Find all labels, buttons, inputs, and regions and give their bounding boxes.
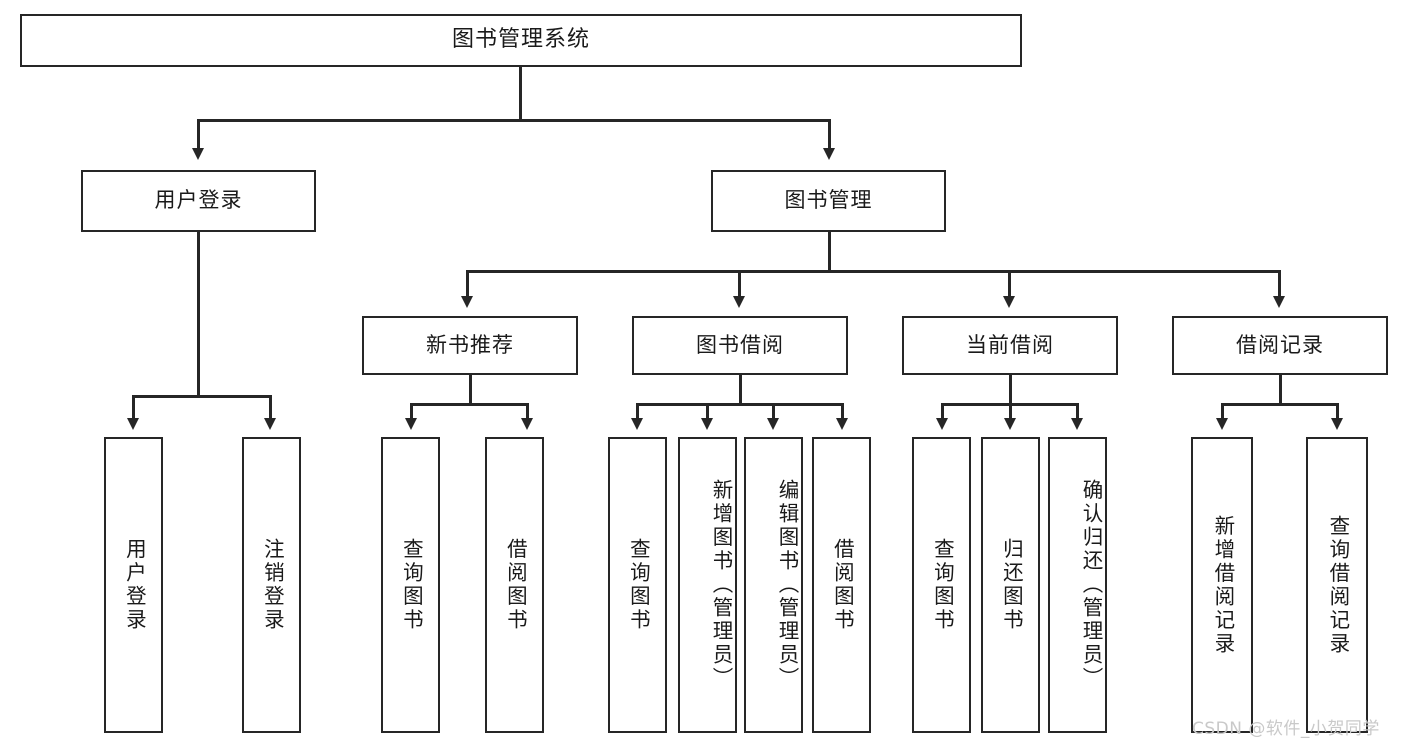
connector-drop-book-management (828, 119, 831, 150)
connector-drop-nbr-leaf-2 (526, 403, 529, 420)
leaf-label: 查询借阅记录 (1325, 514, 1350, 656)
leaf-borrow-book-nbr[interactable]: 借阅图书 (485, 437, 544, 733)
node-borrow-record[interactable]: 借阅记录 (1172, 316, 1388, 375)
connector-drop-leaf-user-login (132, 395, 135, 420)
csdn-watermark: CSDN @软件_小贺同学 (1192, 719, 1380, 739)
arrow-to-bb-leaf-3 (767, 418, 779, 430)
leaf-label: 新增图书（管理员） (709, 479, 733, 691)
node-label: 借阅记录 (1236, 332, 1324, 357)
arrow-to-bb-leaf-1 (631, 418, 643, 430)
connector-book-management-stem (828, 232, 831, 272)
leaf-label: 确认归还（管理员） (1079, 479, 1103, 691)
leaf-label: 查询图书 (399, 538, 424, 632)
node-root-book-management-system[interactable]: 图书管理系统 (20, 14, 1022, 67)
leaf-return-book[interactable]: 归还图书 (981, 437, 1040, 733)
connector-drop-cb-leaf-1 (941, 403, 944, 420)
leaf-logout[interactable]: 注销登录 (242, 437, 301, 733)
node-current-borrow[interactable]: 当前借阅 (902, 316, 1118, 375)
leaf-label: 注销登录 (260, 538, 285, 632)
connector-user-login-bus (132, 395, 270, 398)
arrow-to-bb-leaf-4 (836, 418, 848, 430)
connector-current-borrow-stem (1009, 375, 1012, 405)
connector-drop-user-login (197, 119, 200, 150)
connector-drop-bb-leaf-2 (706, 403, 709, 420)
connector-drop-bb-leaf-1 (636, 403, 639, 420)
connector-drop-cb-leaf-2 (1009, 403, 1012, 420)
node-label: 图书管理系统 (451, 27, 590, 53)
connector-drop-current-borrow (1008, 270, 1011, 298)
connector-drop-nbr-leaf-1 (410, 403, 413, 420)
leaf-label: 借阅图书 (503, 538, 528, 632)
leaf-label: 查询图书 (930, 538, 955, 632)
leaf-label: 新增借阅记录 (1210, 514, 1235, 656)
arrow-to-nbr-leaf-1 (405, 418, 417, 430)
arrow-to-nbr-leaf-2 (521, 418, 533, 430)
connector-borrow-record-stem (1279, 375, 1282, 405)
arrow-to-cb-leaf-1 (936, 418, 948, 430)
arrow-to-leaf-user-login (127, 418, 139, 430)
connector-drop-new-book-recommend (466, 270, 469, 298)
connector-drop-br-leaf-2 (1336, 403, 1339, 420)
leaf-query-borrow-record[interactable]: 查询借阅记录 (1306, 437, 1368, 733)
connector-root-stem (519, 67, 522, 119)
leaf-borrow-book-bb[interactable]: 借阅图书 (812, 437, 871, 733)
connector-drop-br-leaf-1 (1221, 403, 1224, 420)
connector-drop-bb-leaf-4 (841, 403, 844, 420)
node-book-borrow[interactable]: 图书借阅 (632, 316, 848, 375)
connector-user-login-stem (197, 232, 200, 397)
connector-book-borrow-bus (636, 403, 843, 406)
arrow-to-book-borrow (733, 296, 745, 308)
leaf-user-login[interactable]: 用户登录 (104, 437, 163, 733)
connector-level3-bus (466, 270, 1280, 273)
arrow-to-user-login (192, 148, 204, 160)
leaf-add-borrow-record[interactable]: 新增借阅记录 (1191, 437, 1253, 733)
connector-drop-leaf-logout (269, 395, 272, 420)
leaf-confirm-return-admin[interactable]: 确认归还（管理员） (1048, 437, 1107, 733)
arrow-to-borrow-record (1273, 296, 1285, 308)
connector-drop-borrow-record (1278, 270, 1281, 298)
leaf-add-book-admin[interactable]: 新增图书（管理员） (678, 437, 737, 733)
node-label: 图书管理 (784, 188, 873, 213)
arrow-to-cb-leaf-2 (1004, 418, 1016, 430)
connector-drop-cb-leaf-3 (1076, 403, 1079, 420)
node-book-management[interactable]: 图书管理 (711, 170, 946, 232)
arrow-to-book-management (823, 148, 835, 160)
node-label: 用户登录 (154, 188, 243, 213)
connector-new-book-recommend-bus (410, 403, 528, 406)
leaf-label: 归还图书 (999, 538, 1024, 632)
node-label: 图书借阅 (696, 332, 784, 357)
connector-drop-book-borrow (738, 270, 741, 298)
node-label: 当前借阅 (966, 332, 1054, 357)
leaf-query-book-cb[interactable]: 查询图书 (912, 437, 971, 733)
arrow-to-br-leaf-2 (1331, 418, 1343, 430)
node-user-login[interactable]: 用户登录 (81, 170, 316, 232)
leaf-label: 用户登录 (122, 538, 147, 632)
connector-book-borrow-stem (739, 375, 742, 405)
leaf-query-book-nbr[interactable]: 查询图书 (381, 437, 440, 733)
connector-new-book-recommend-stem (469, 375, 472, 405)
arrow-to-br-leaf-1 (1216, 418, 1228, 430)
arrow-to-new-book-recommend (461, 296, 473, 308)
leaf-edit-book-admin[interactable]: 编辑图书（管理员） (744, 437, 803, 733)
leaf-label: 借阅图书 (830, 538, 855, 632)
arrow-to-bb-leaf-2 (701, 418, 713, 430)
leaf-label: 查询图书 (626, 538, 651, 632)
connector-drop-bb-leaf-3 (772, 403, 775, 420)
leaf-label: 编辑图书（管理员） (775, 479, 799, 691)
node-new-book-recommend[interactable]: 新书推荐 (362, 316, 578, 375)
arrow-to-current-borrow (1003, 296, 1015, 308)
connector-level2-bus (197, 119, 831, 122)
arrow-to-leaf-logout (264, 418, 276, 430)
node-label: 新书推荐 (426, 332, 514, 357)
arrow-to-cb-leaf-3 (1071, 418, 1083, 430)
connector-borrow-record-bus (1221, 403, 1338, 406)
leaf-query-book-bb[interactable]: 查询图书 (608, 437, 667, 733)
